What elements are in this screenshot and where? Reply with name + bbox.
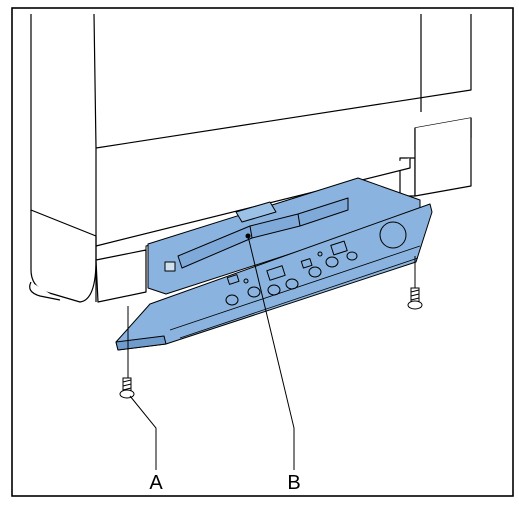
callout-label-b: B <box>287 472 300 494</box>
leader-line-a <box>129 395 157 470</box>
callout-label-a: A <box>149 472 163 494</box>
screw-right <box>407 256 423 310</box>
leader-dot-b <box>245 233 251 239</box>
control-board <box>115 177 433 351</box>
leader-line-b <box>247 235 295 470</box>
machine-housing <box>29 13 472 303</box>
